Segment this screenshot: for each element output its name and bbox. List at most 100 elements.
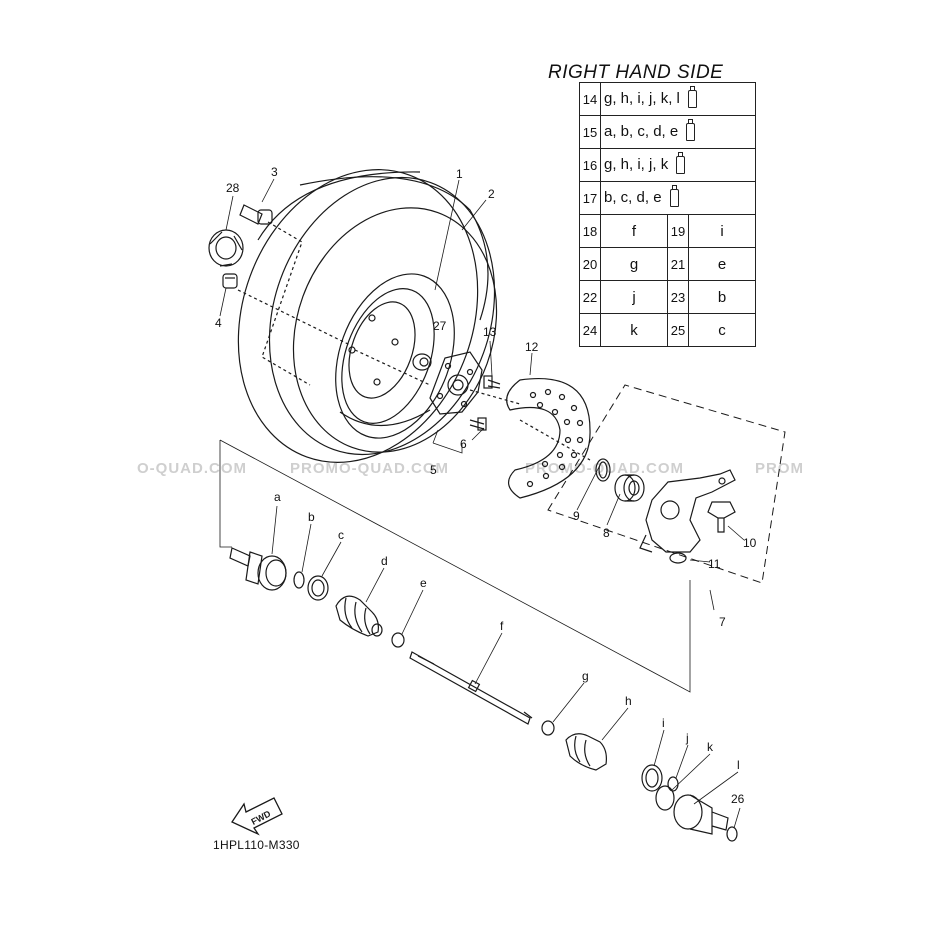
- valve-cap: [222, 273, 238, 289]
- grease-tube-icon: [676, 152, 686, 175]
- circlip: [669, 552, 687, 564]
- table-row: 24 k 25 c: [579, 313, 756, 347]
- table-row: 15 a, b, c, d, e: [579, 115, 756, 149]
- brake-disc: [506, 378, 591, 499]
- callout-11: 11: [708, 557, 721, 571]
- callout-13: 13: [483, 325, 497, 339]
- row-num-right: 23: [667, 280, 689, 314]
- oil-seal: [595, 458, 611, 482]
- callout-28: 28: [226, 181, 240, 195]
- row-num-left: 20: [579, 247, 601, 281]
- row-num-right: 21: [667, 247, 689, 281]
- callout-d: d: [381, 554, 388, 568]
- row-value-right: e: [688, 247, 756, 281]
- disc-bolt: [483, 375, 501, 389]
- row-parts-text: g, h, i, j, k: [604, 155, 669, 173]
- callout-j: j: [685, 731, 689, 745]
- callout-l: l: [737, 758, 740, 772]
- row-num-right: 25: [667, 313, 689, 347]
- wheel-rim: [335, 273, 455, 439]
- row-num: 16: [579, 148, 601, 182]
- row-parts: b, c, d, e: [600, 181, 756, 215]
- circlip-b: [293, 571, 305, 589]
- leader-lines: [237, 221, 591, 461]
- callout-9: 9: [573, 509, 580, 523]
- diagram-part-number: 1HPL110-M330: [213, 838, 300, 852]
- callout-k: k: [707, 740, 714, 754]
- axle-group-bracket: [219, 439, 691, 693]
- callout-7: 7: [719, 615, 726, 629]
- row-parts: g, h, i, j, k, l: [600, 82, 756, 116]
- callout-4: 4: [215, 316, 222, 330]
- row-value-right: c: [688, 313, 756, 347]
- watermark-3: PROMO-QUAD.COM: [525, 460, 684, 477]
- callout-i: i: [662, 716, 665, 730]
- callout-f: f: [500, 619, 504, 633]
- table-row: 20 g 21 e: [579, 247, 756, 281]
- cv-boot-d: [335, 595, 383, 637]
- boot-band-e: [391, 632, 405, 648]
- row-parts-text: b, c, d, e: [604, 188, 662, 206]
- table-row: 16 g, h, i, j, k: [579, 148, 756, 182]
- wheel-hub: [429, 351, 483, 415]
- callout-labels: 1 2 3 4 5 6 7 8 9 10 11 12 13 26 27 28 a…: [215, 165, 757, 806]
- watermark-4: PROM: [755, 460, 804, 477]
- callout-lines: [219, 178, 745, 611]
- callout-27: 27: [433, 319, 447, 333]
- row-value-right: b: [688, 280, 756, 314]
- row-num-left: 24: [579, 313, 601, 347]
- row-parts-text: g, h, i, j, k, l: [604, 89, 680, 107]
- row-value-left: j: [600, 280, 668, 314]
- callout-c: c: [338, 528, 344, 542]
- callout-10: 10: [743, 536, 757, 550]
- callout-26: 26: [731, 792, 745, 806]
- callout-a: a: [274, 490, 281, 504]
- boot-band-c: [307, 575, 329, 601]
- callout-3: 3: [271, 165, 278, 179]
- row-num-right: 19: [667, 214, 689, 248]
- watermark-2: PROMO-QUAD.COM: [290, 460, 449, 477]
- callout-b: b: [308, 510, 315, 524]
- table-row: 14 g, h, i, j, k, l: [579, 82, 756, 116]
- row-value-left: f: [600, 214, 668, 248]
- circlip-26: [726, 826, 738, 842]
- row-num: 14: [579, 82, 601, 116]
- callout-1: 1: [456, 167, 463, 181]
- row-value-right: i: [688, 214, 756, 248]
- grease-tube-icon: [686, 119, 696, 142]
- row-parts: a, b, c, d, e: [600, 115, 756, 149]
- boot-band-i: [641, 764, 663, 792]
- spacer-collar: [412, 353, 432, 371]
- callout-12: 12: [525, 340, 539, 354]
- row-num: 15: [579, 115, 601, 149]
- grease-tube-icon: [669, 185, 679, 208]
- table-row: 17 b, c, d, e: [579, 181, 756, 215]
- letter-callout-lines: [271, 505, 741, 829]
- row-num-left: 18: [579, 214, 601, 248]
- grease-tube-icon: [687, 86, 697, 109]
- bearing: [614, 474, 645, 502]
- outer-cv-joint: [229, 547, 287, 591]
- table-row: 18 f 19 i: [579, 214, 756, 248]
- row-parts: g, h, i, j, k: [600, 148, 756, 182]
- watermark-1: O-QUAD.COM: [137, 460, 247, 477]
- tire: [237, 169, 498, 463]
- callout-5: 5: [430, 463, 437, 477]
- row-value-left: k: [600, 313, 668, 347]
- watermark-band: O-QUAD.COM PROMO-QUAD.COM PROMO-QUAD.COM…: [137, 460, 804, 477]
- table-row: 22 j 23 b: [579, 280, 756, 314]
- inner-cv-joint: [673, 794, 729, 835]
- steering-knuckle: [639, 469, 736, 553]
- callout-h: h: [625, 694, 632, 708]
- row-parts-text: a, b, c, d, e: [604, 122, 679, 140]
- cv-boot-h: [565, 733, 607, 771]
- knuckle-group-outline: [547, 384, 786, 584]
- callout-8: 8: [603, 526, 610, 540]
- o-ring-k: [655, 785, 675, 811]
- fwd-arrow-icon: FWD: [231, 797, 283, 836]
- callout-2: 2: [488, 187, 495, 201]
- callout-6: 6: [460, 437, 467, 451]
- right-hand-side-table: 14 g, h, i, j, k, l 15 a, b, c, d, e 16 …: [579, 82, 756, 347]
- callout-e: e: [420, 576, 427, 590]
